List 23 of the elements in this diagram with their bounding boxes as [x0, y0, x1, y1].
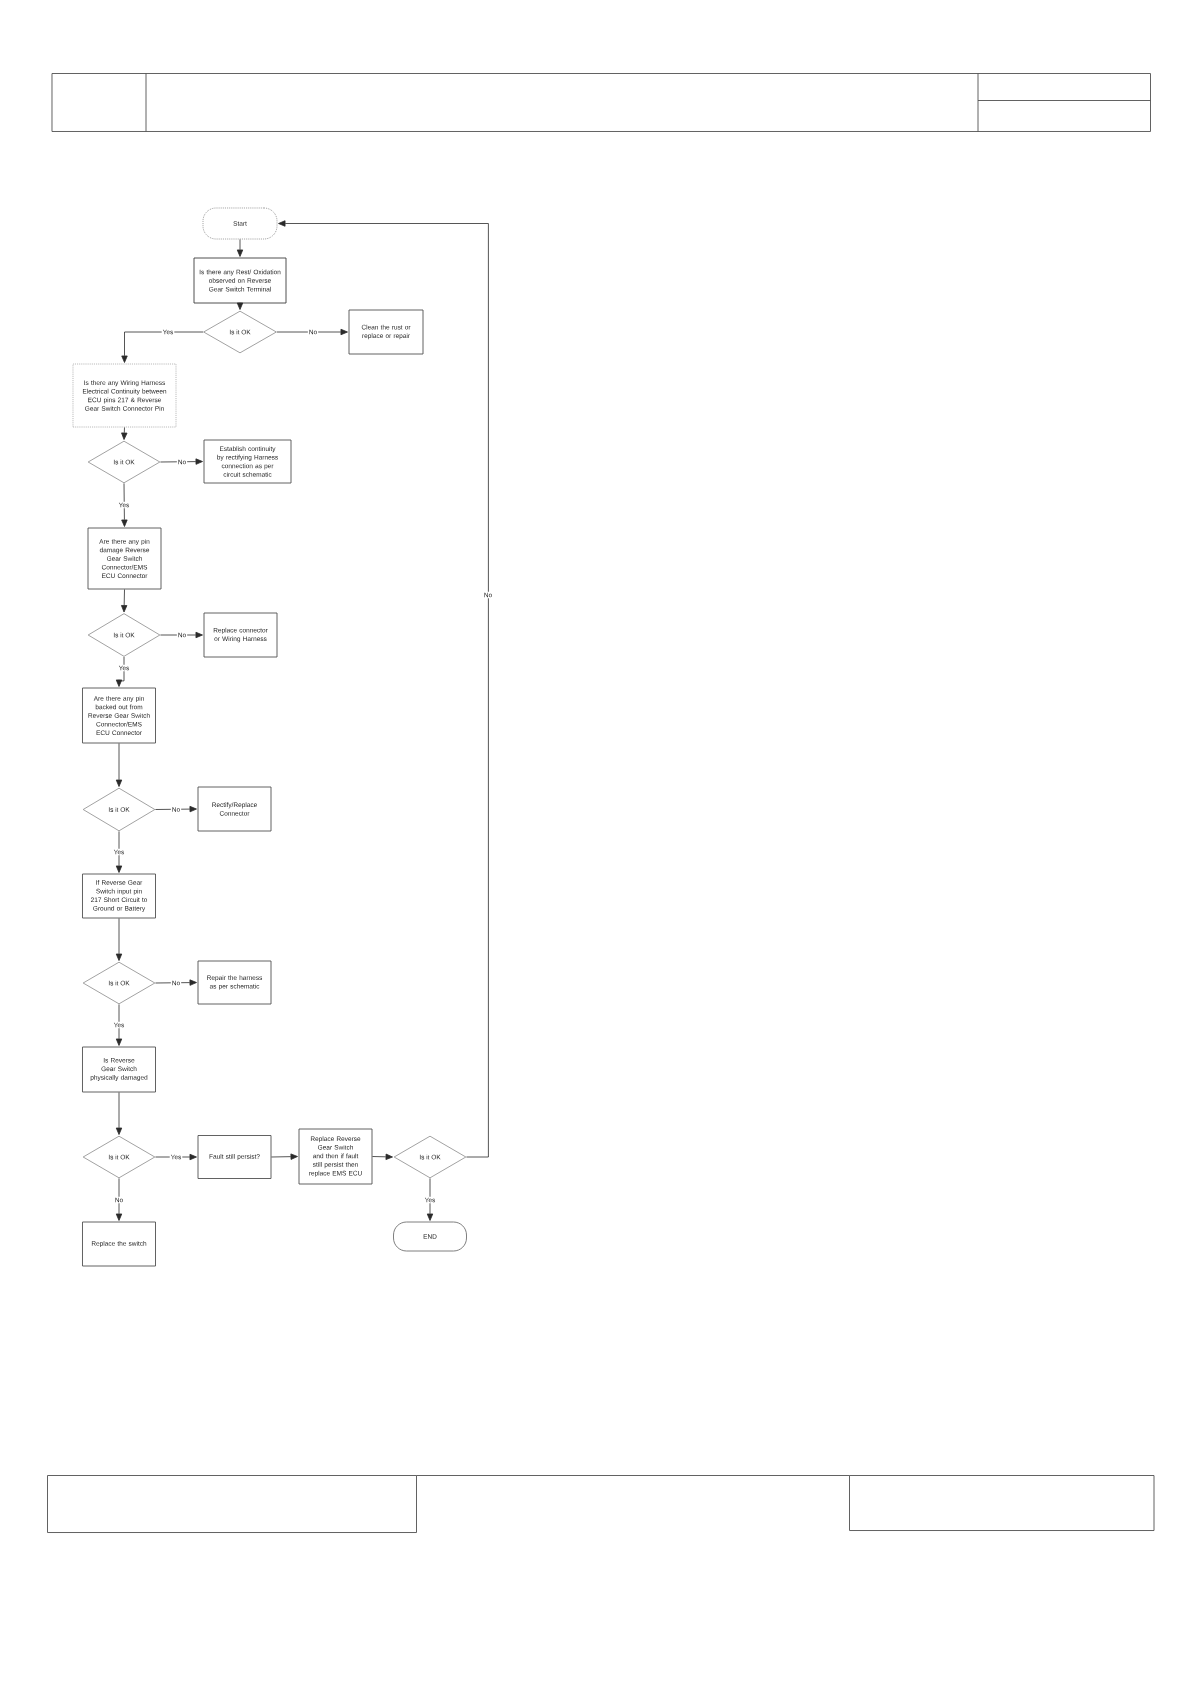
arrow [160, 458, 203, 465]
arrow [121, 427, 128, 440]
arrow [155, 979, 197, 986]
arrow [155, 1153, 197, 1161]
arrow [115, 656, 125, 687]
arrow [115, 1004, 123, 1046]
arrow [121, 483, 128, 527]
arrow [155, 805, 197, 813]
arrow [115, 1178, 123, 1221]
arrow [121, 331, 204, 363]
arrow [372, 1153, 393, 1160]
arrow [236, 302, 244, 310]
arrow [426, 1178, 434, 1221]
arrow [115, 831, 123, 873]
arrow [121, 589, 128, 613]
arrow [160, 631, 203, 639]
arrow [278, 220, 489, 1158]
arrow [236, 239, 244, 257]
arrow [271, 1153, 298, 1160]
arrow [115, 918, 123, 961]
arrow [115, 743, 123, 787]
arrow [276, 328, 348, 336]
arrow [115, 1092, 123, 1135]
